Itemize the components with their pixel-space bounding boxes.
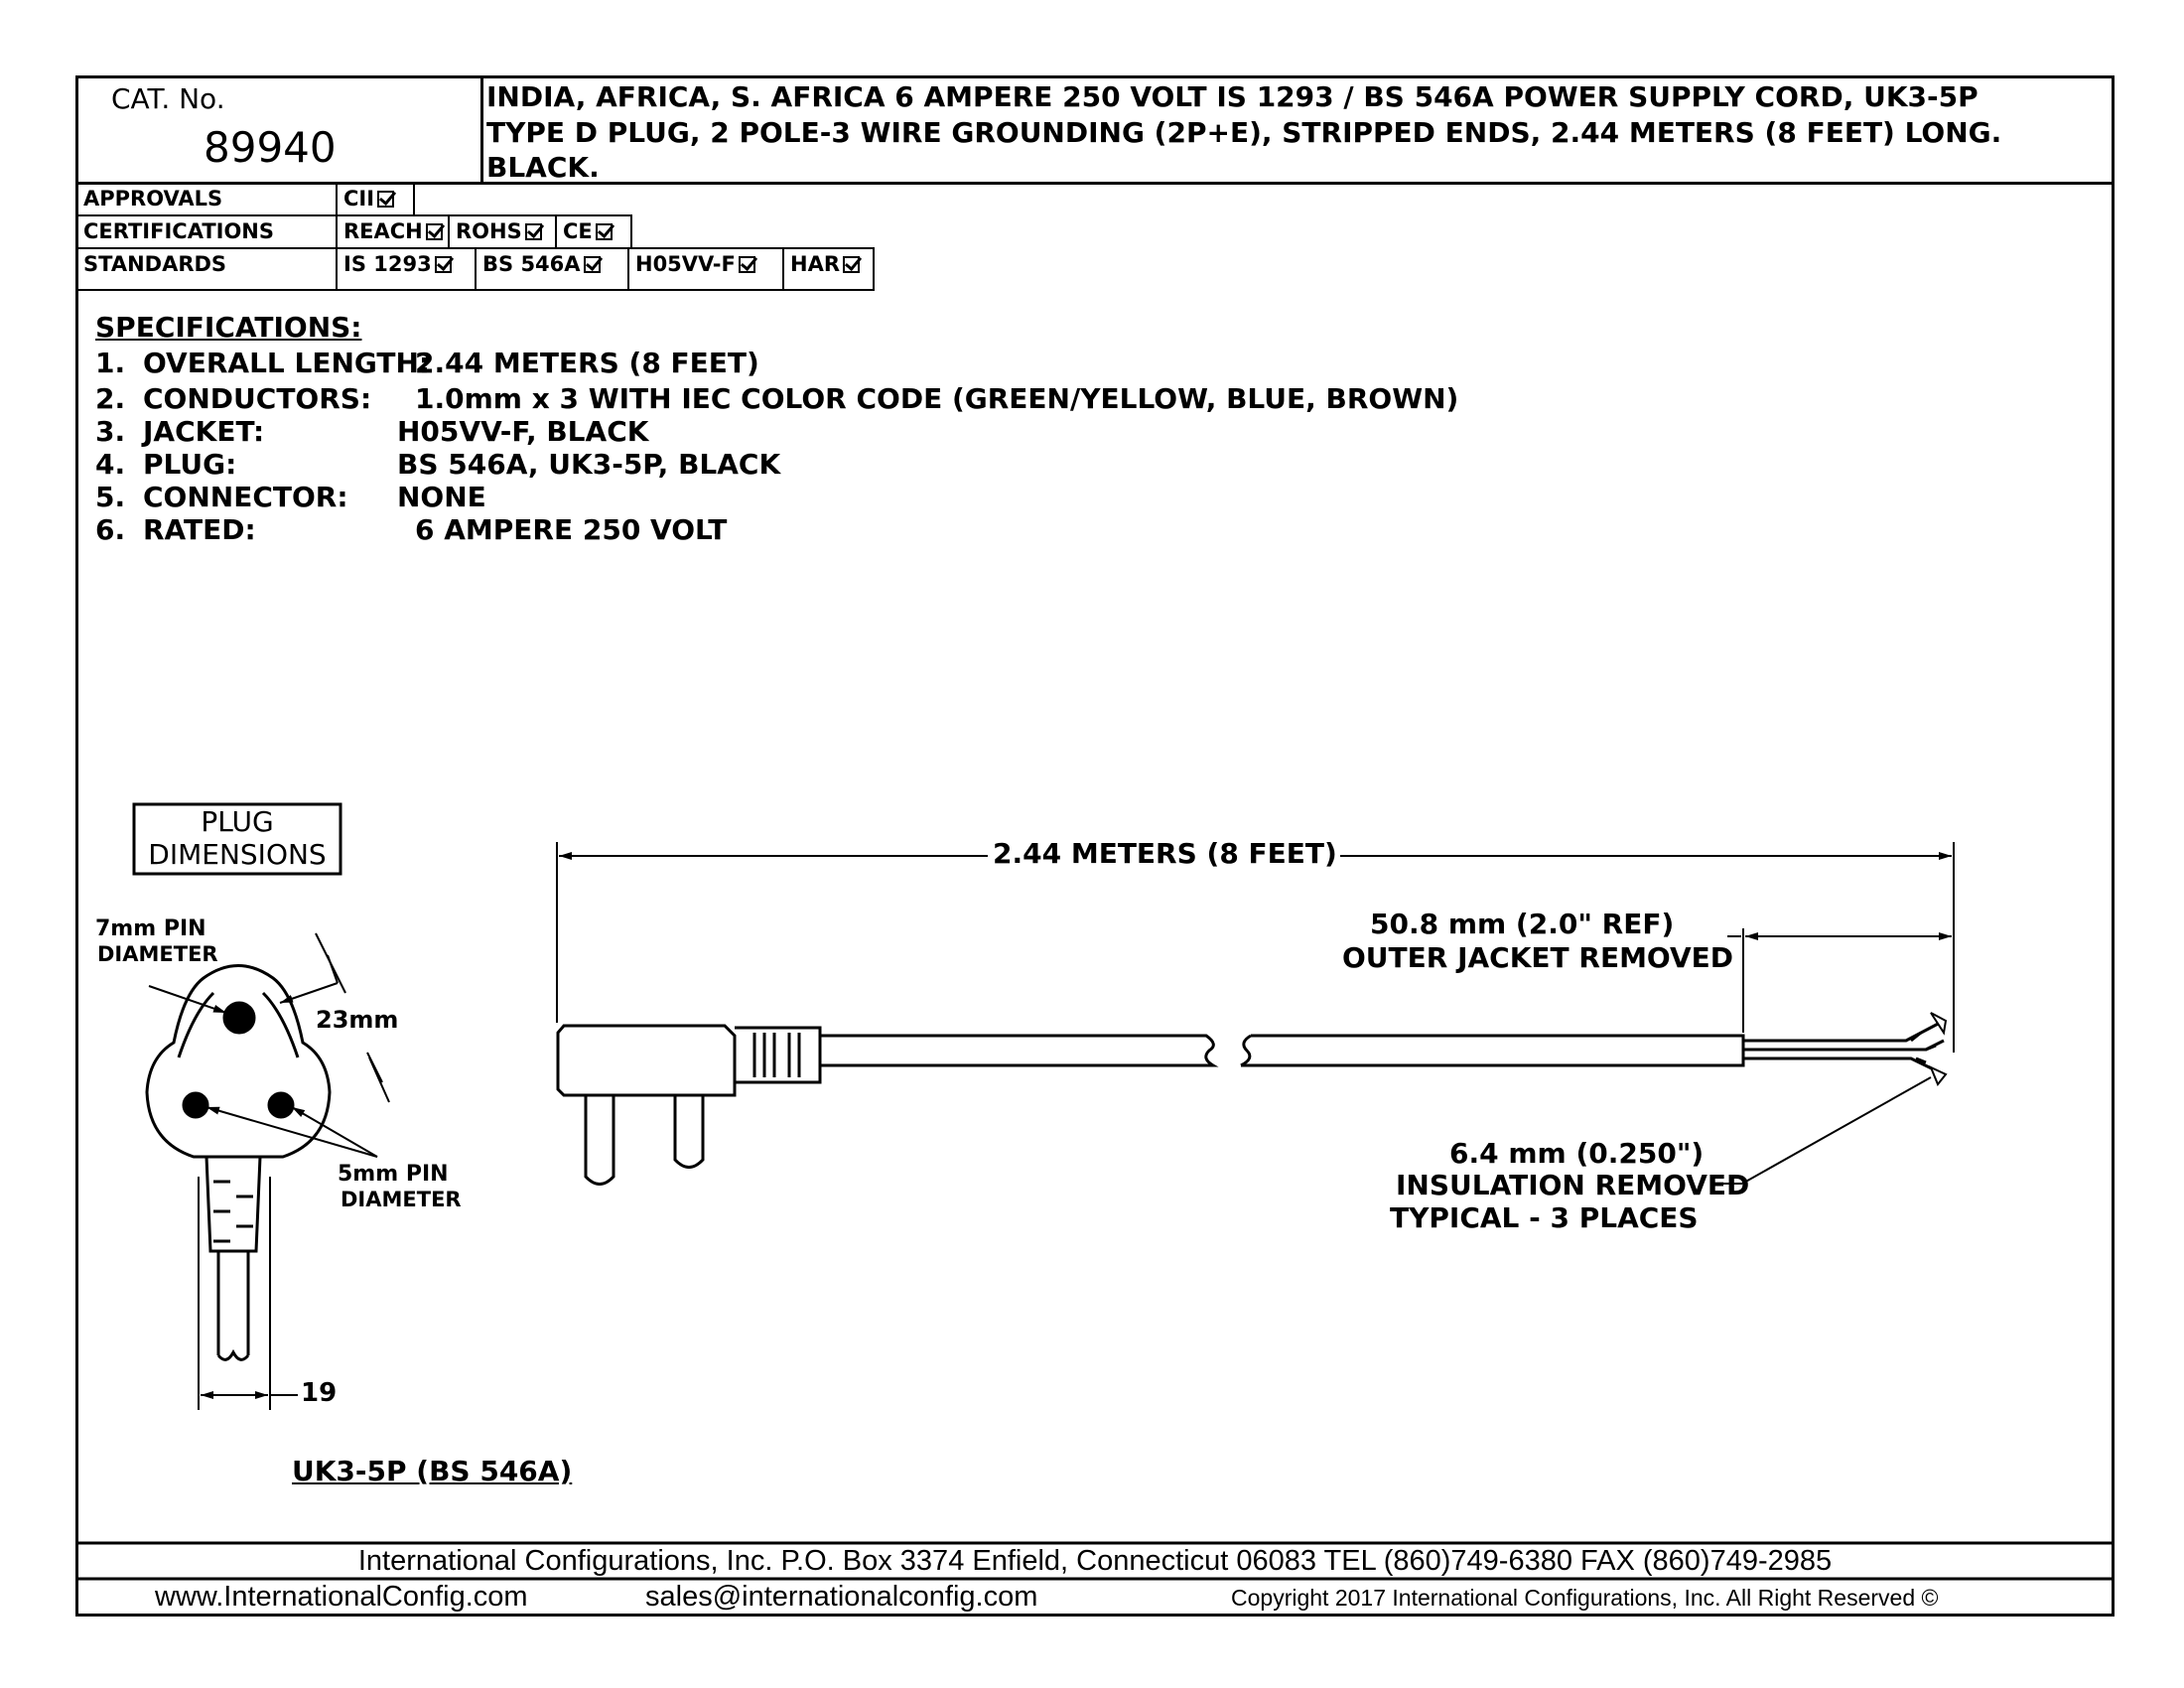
spec-num: 1. [95, 347, 126, 379]
power-cord-side-view-icon [556, 1019, 1945, 1186]
standards-label: STANDARDS [75, 247, 338, 291]
spec-value: 1.0mm x 3 WITH IEC COLOR CODE (GREEN/YEL… [415, 382, 1459, 415]
checkbox-checked-icon [738, 256, 755, 273]
drawing-frame [75, 75, 2115, 1617]
footer-company-line: International Configurations, Inc. P.O. … [357, 1545, 1833, 1577]
footer-website-link[interactable]: www.InternationalConfig.com [155, 1581, 528, 1613]
pin7-label-line-2: DIAMETER [97, 942, 218, 966]
specifications-heading: SPECIFICATIONS: [95, 311, 362, 344]
checkbox-checked-icon [595, 223, 613, 240]
certifications-label: CERTIFICATIONS [75, 214, 338, 249]
cat-label: CAT. No. [111, 82, 225, 115]
standard-bs-546a: BS 546A [475, 247, 629, 291]
plug-dimensions-box [132, 802, 342, 876]
spec-label: PLUG: [143, 448, 237, 481]
pin5-label-line-1: 5mm PIN [338, 1162, 449, 1187]
spec-label: CONNECTOR: [143, 481, 348, 513]
standard-is-1293: IS 1293 [336, 247, 477, 291]
spec-value: BS 546A, UK3-5P, BLACK [397, 448, 781, 481]
header-column-divider [480, 75, 483, 184]
spec-num: 5. [95, 481, 126, 513]
checkbox-checked-icon [425, 223, 443, 240]
checkbox-checked-icon [524, 223, 542, 240]
standard-har: HAR [782, 247, 875, 291]
dim-19-label: 19 [301, 1378, 338, 1408]
checkbox-checked-icon [843, 256, 860, 273]
insulation-removed-line-3: TYPICAL - 3 PLACES [1390, 1201, 1699, 1234]
insulation-removed-line-1: 6.4 mm (0.250") [1449, 1137, 1705, 1170]
jacket-removed-line-1: 50.8 mm (2.0" REF) [1370, 908, 1675, 940]
checkbox-checked-icon [377, 191, 395, 208]
spec-num: 3. [95, 415, 126, 448]
spec-num: 2. [95, 382, 126, 415]
insulation-removed-line-2: INSULATION REMOVED [1396, 1169, 1750, 1201]
spec-label: JACKET: [143, 415, 265, 448]
spec-value: NONE [397, 481, 486, 513]
cat-number: 89940 [204, 123, 337, 172]
jacket-removed-line-2: OUTER JACKET REMOVED [1342, 941, 1734, 974]
spec-label: CONDUCTORS: [143, 382, 372, 415]
spec-value: 2.44 METERS (8 FEET) [415, 347, 759, 379]
description-line-1: INDIA, AFRICA, S. AFRICA 6 AMPERE 250 VO… [486, 80, 1979, 113]
spec-value: 6 AMPERE 250 VOLT [415, 513, 728, 546]
pin5-label-line-2: DIAMETER [341, 1188, 462, 1211]
dim-23mm-label: 23mm [316, 1006, 399, 1034]
spec-num: 4. [95, 448, 126, 481]
plug-dimensions-title-line-1: PLUG [201, 805, 274, 838]
pin7-label-line-1: 7mm PIN [95, 916, 206, 941]
plug-front-view-icon [145, 964, 332, 1361]
approval-cii: CII [336, 182, 415, 216]
description-line-3: BLACK. [486, 151, 600, 184]
plug-caption: UK3-5P (BS 546A) [292, 1455, 573, 1487]
checkbox-checked-icon [583, 256, 601, 273]
header-divider [75, 182, 2115, 185]
footer-email-link[interactable]: sales@internationalconfig.com [645, 1581, 1038, 1613]
standard-h05vv-f: H05VV-F [627, 247, 784, 291]
spec-label: OVERALL LENGTH: [143, 347, 431, 379]
spec-value: H05VV-F, BLACK [397, 415, 649, 448]
footer-copyright: Copyright 2017 International Configurati… [1231, 1585, 1939, 1611]
spec-label: RATED: [143, 513, 256, 546]
spec-num: 6. [95, 513, 126, 546]
plug-dimensions-title-line-2: DIMENSIONS [148, 838, 327, 871]
description-line-2: TYPE D PLUG, 2 POLE-3 WIRE GROUNDING (2P… [486, 116, 2002, 149]
overall-length-label: 2.44 METERS (8 FEET) [993, 837, 1337, 870]
checkbox-checked-icon [434, 256, 452, 273]
